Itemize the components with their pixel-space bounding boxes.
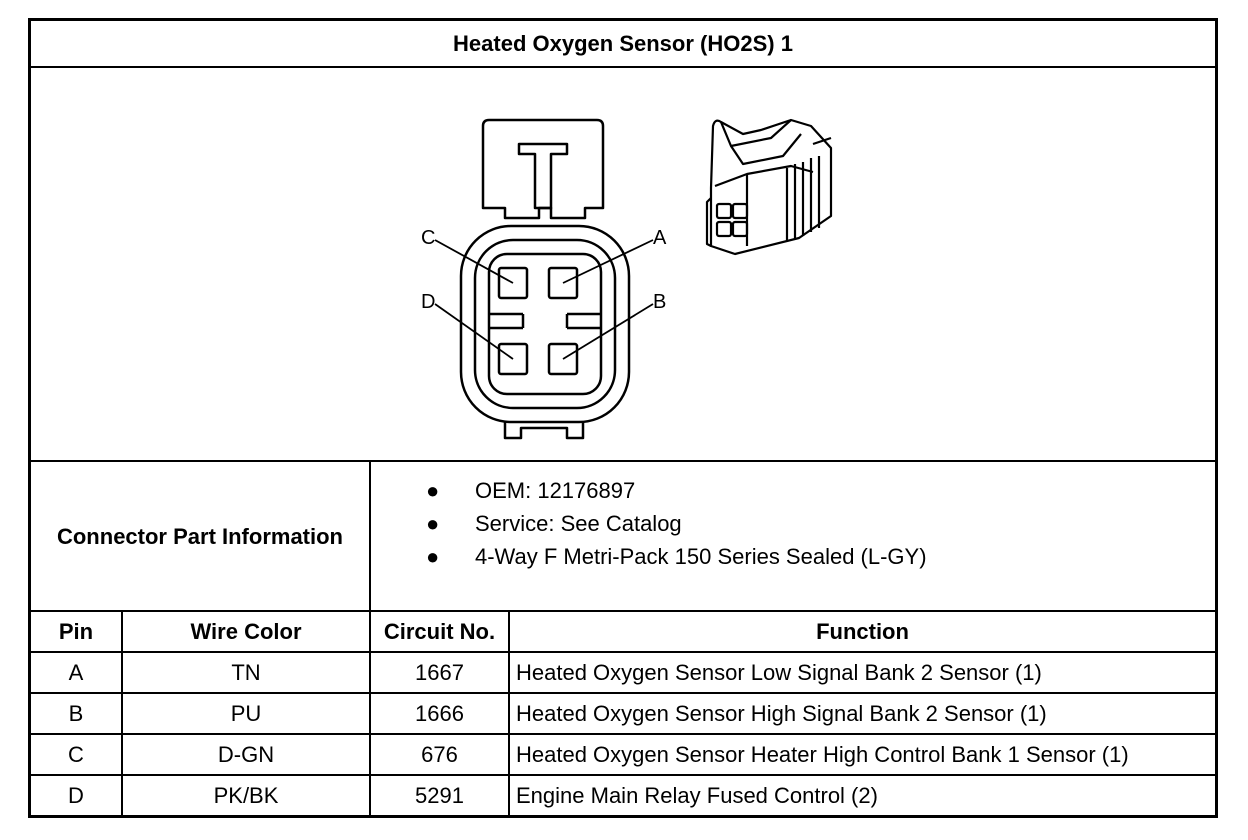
cell-circuit: 1667 xyxy=(415,659,464,685)
cell-wire-color: PU xyxy=(230,700,262,726)
cell-pin: B xyxy=(68,700,84,726)
connector-3d-view xyxy=(705,118,833,256)
divider xyxy=(369,460,371,610)
bottom-tab xyxy=(503,422,585,440)
header-wire-color: Wire Color xyxy=(190,618,302,644)
inner-shell xyxy=(473,238,617,410)
pin-label-b: B xyxy=(653,291,666,313)
leader-b xyxy=(562,303,654,360)
divider xyxy=(31,460,1215,462)
latch-lever xyxy=(517,142,569,210)
cell-pin: C xyxy=(68,741,84,767)
cell-function: Heated Oxygen Sensor Low Signal Bank 2 S… xyxy=(516,659,1042,685)
cell-wire-color: PK/BK xyxy=(213,782,279,808)
bullet-icon: ● xyxy=(426,511,440,536)
cavity-b xyxy=(547,342,579,376)
cell-wire-color: D-GN xyxy=(217,741,275,767)
seal-ring xyxy=(487,252,603,396)
cell-wire-color: TN xyxy=(231,659,261,685)
cell-pin: D xyxy=(68,782,84,808)
divider xyxy=(369,610,371,815)
pin-label-d: D xyxy=(421,291,435,313)
bullet-icon: ● xyxy=(426,544,440,569)
divider xyxy=(31,66,1215,68)
cavity-c xyxy=(497,266,529,300)
leader-a xyxy=(562,239,654,284)
leader-c xyxy=(434,239,514,284)
latch-body xyxy=(481,118,605,220)
header-pin: Pin xyxy=(58,618,94,644)
part-info-description: 4-Way F Metri-Pack 150 Series Sealed (L-… xyxy=(475,544,927,569)
pin-label-a: A xyxy=(653,227,667,249)
list-item: ● OEM: 12176897 xyxy=(371,474,1215,507)
cavity-d xyxy=(497,342,529,376)
list-item: ● Service: See Catalog xyxy=(371,507,1215,540)
list-item: ● 4-Way F Metri-Pack 150 Series Sealed (L… xyxy=(371,540,1215,573)
connector-diagram-area: C A D B xyxy=(31,68,1215,460)
divider xyxy=(31,774,1215,776)
sheet-title: Heated Oxygen Sensor (HO2S) 1 xyxy=(453,31,793,56)
cell-circuit: 676 xyxy=(421,741,458,767)
divider xyxy=(121,610,123,815)
cell-function: Heated Oxygen Sensor Heater High Control… xyxy=(516,741,1129,767)
cell-function: Engine Main Relay Fused Control (2) xyxy=(516,782,878,808)
connector-sheet: Heated Oxygen Sensor (HO2S) 1 xyxy=(28,18,1218,818)
cell-circuit: 5291 xyxy=(415,782,464,808)
cell-circuit: 1666 xyxy=(415,700,464,726)
pin-label-c: C xyxy=(421,227,435,249)
connector-part-info-label: Connector Part Information xyxy=(56,524,343,549)
cell-pin: A xyxy=(68,659,84,685)
divider xyxy=(31,733,1215,735)
divider xyxy=(31,610,1215,612)
connector-drawing: C A D B xyxy=(421,118,833,440)
divider xyxy=(31,651,1215,653)
bullet-icon: ● xyxy=(426,478,440,503)
connector-part-info-list: ● OEM: 12176897 ● Service: See Catalog ● 4-… xyxy=(371,464,1215,620)
header-circuit-no: Circuit No. xyxy=(383,618,496,644)
outer-shell xyxy=(459,224,631,424)
divider xyxy=(31,692,1215,694)
leader-d xyxy=(434,303,514,360)
cavity-a xyxy=(547,266,579,300)
part-info-oem: OEM: 12176897 xyxy=(475,478,636,503)
cell-function: Heated Oxygen Sensor High Signal Bank 2 … xyxy=(516,700,1047,726)
header-function: Function xyxy=(816,618,909,644)
part-info-service: Service: See Catalog xyxy=(475,511,682,536)
divider xyxy=(508,610,510,815)
